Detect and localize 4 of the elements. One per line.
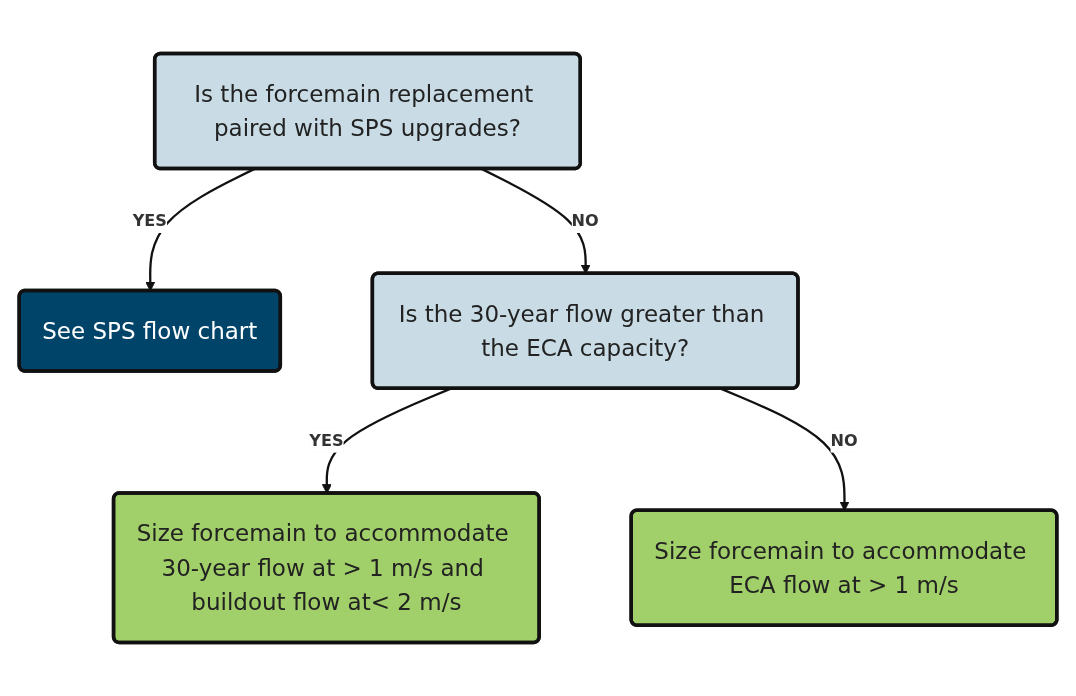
edge-label: YES <box>132 211 167 230</box>
edge-label: NO <box>830 430 858 450</box>
edge-label: YES <box>309 430 344 450</box>
edge-label: NO <box>571 211 599 230</box>
